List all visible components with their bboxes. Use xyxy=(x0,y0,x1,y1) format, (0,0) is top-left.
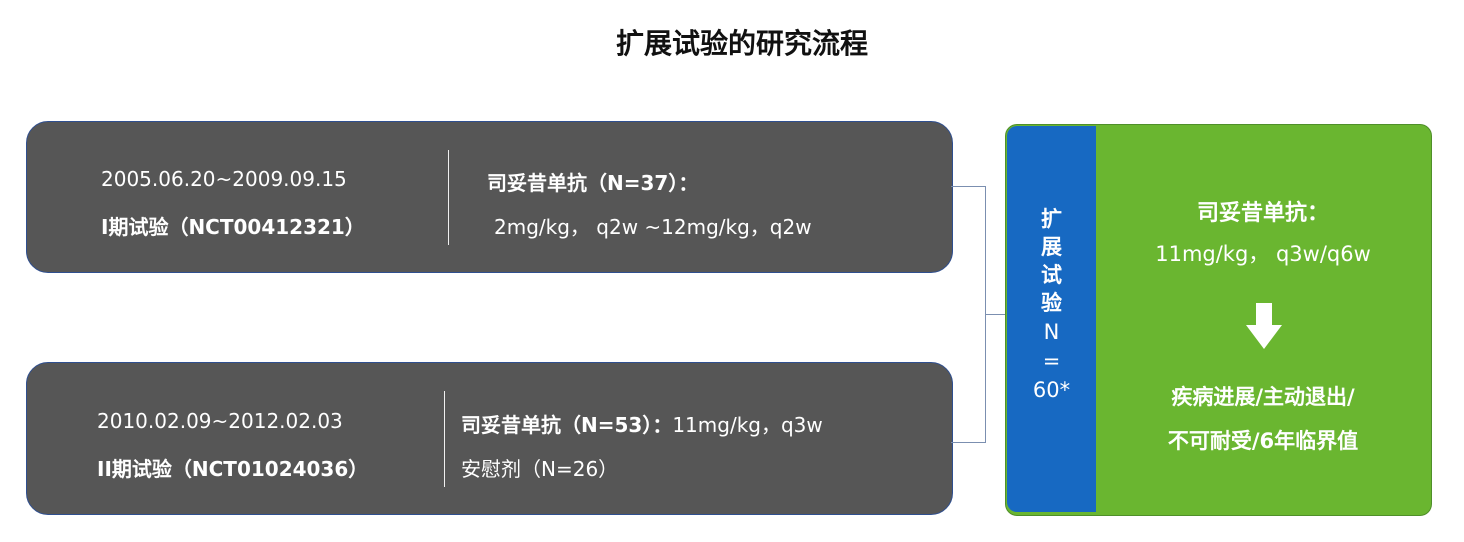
extension-label-column: 扩 展 试 验 N = 60* xyxy=(1007,126,1096,512)
connector-bottom xyxy=(951,442,985,443)
connector-to-extension xyxy=(985,314,1007,315)
phase2-dose: 11mg/kg，q3w xyxy=(672,413,823,437)
extension-dose: 11mg/kg， q3w/q6w xyxy=(1155,242,1371,266)
phase1-dose: 2mg/kg， q2w ~12mg/kg，q2w xyxy=(494,215,812,239)
extension-label-char: 试 xyxy=(1041,263,1062,287)
extension-n-value: 60* xyxy=(1032,378,1071,402)
extension-n-equals: = xyxy=(1042,349,1061,373)
phase2-placebo: 安慰剂（N=26） xyxy=(461,457,619,481)
phase1-divider xyxy=(448,150,449,245)
phase1-drug: 司妥昔单抗（N=37）： xyxy=(487,171,699,195)
extension-label-char: 验 xyxy=(1041,291,1062,315)
phase1-dates: 2005.06.20~2009.09.15 xyxy=(101,167,347,191)
extension-outcome-line2: 不可耐受/6年临界值 xyxy=(1167,429,1359,453)
extension-label-char: 展 xyxy=(1041,235,1062,259)
extension-drug: 司妥昔单抗： xyxy=(1196,201,1329,226)
phase2-divider xyxy=(444,391,445,487)
phase2-label: II期试验（NCT01024036） xyxy=(97,457,369,481)
phase2-drug-line: 司妥昔单抗（N=53）：11mg/kg，q3w xyxy=(461,409,823,438)
page-title: 扩展试验的研究流程 xyxy=(615,27,868,60)
connector-top xyxy=(951,186,985,187)
down-arrow-icon xyxy=(1246,303,1282,349)
extension-outcome-line1: 疾病进展/主动退出/ xyxy=(1171,385,1355,409)
phase2-trial-box: 2010.02.09~2012.02.03 II期试验（NCT01024036）… xyxy=(26,362,953,515)
phase2-dates: 2010.02.09~2012.02.03 xyxy=(97,409,343,433)
extension-label-char: 扩 xyxy=(1041,207,1062,231)
phase1-trial-box: 2005.06.20~2009.09.15 I期试验（NCT00412321） … xyxy=(26,121,953,273)
extension-n-label: N xyxy=(1043,320,1060,344)
phase1-label: I期试验（NCT00412321） xyxy=(101,215,365,239)
phase2-drug: 司妥昔单抗（N=53）： xyxy=(461,413,673,437)
